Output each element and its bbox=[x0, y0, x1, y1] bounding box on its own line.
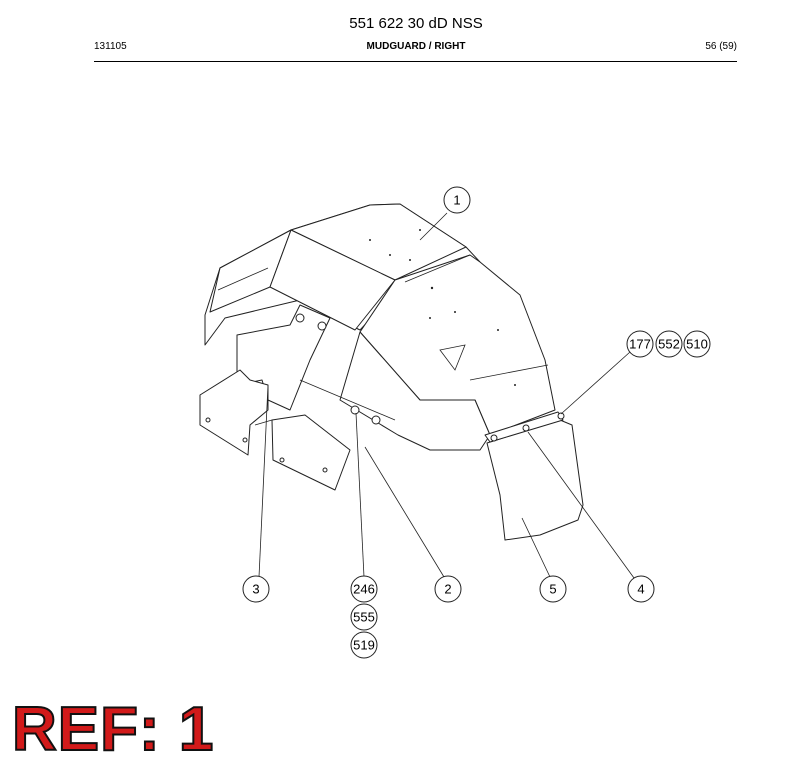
reference-label: REF: 1 bbox=[11, 695, 215, 764]
callout-circle bbox=[350, 631, 378, 659]
callout-555: 555 bbox=[350, 603, 378, 631]
callout-circle bbox=[350, 575, 378, 603]
callout-label: 177 bbox=[629, 337, 651, 352]
callout-label: 2 bbox=[444, 582, 451, 597]
callout-circle bbox=[242, 575, 270, 603]
callout-circle bbox=[655, 330, 683, 358]
callout-label: 3 bbox=[252, 582, 259, 597]
callout-label: 4 bbox=[637, 582, 644, 597]
callout-circle bbox=[539, 575, 567, 603]
section-title: MUDGUARD / RIGHT bbox=[366, 41, 466, 52]
callout-label: 246 bbox=[353, 582, 375, 597]
document-title: 551 622 30 dD NSS bbox=[349, 15, 483, 32]
bracket-left-plate bbox=[199, 369, 269, 456]
callout-label: 5 bbox=[549, 582, 556, 597]
callout-5: 5 bbox=[539, 575, 567, 603]
callout-label: 1 bbox=[453, 193, 460, 208]
callout-3: 3 bbox=[242, 575, 270, 603]
callout-246: 246 bbox=[350, 575, 378, 603]
header-rule bbox=[94, 61, 737, 62]
callout-circle bbox=[350, 603, 378, 631]
callout-519: 519 bbox=[350, 631, 378, 659]
page-number: 56 (59) bbox=[705, 41, 737, 52]
callout-552: 552 bbox=[655, 330, 683, 358]
date-code: 131105 bbox=[94, 41, 127, 52]
callout-circle bbox=[434, 575, 462, 603]
mudflap bbox=[486, 419, 584, 541]
callout-177: 177 bbox=[626, 330, 654, 358]
callout-circle bbox=[443, 186, 471, 214]
callout-label: 510 bbox=[686, 337, 708, 352]
callout-circle bbox=[683, 330, 711, 358]
callout-circle bbox=[626, 330, 654, 358]
bracket-right-plate bbox=[271, 414, 351, 491]
callout-1: 1 bbox=[443, 186, 471, 214]
callout-4: 4 bbox=[627, 575, 655, 603]
callout-label: 552 bbox=[658, 337, 680, 352]
callout-circle bbox=[627, 575, 655, 603]
callout-510: 510 bbox=[683, 330, 711, 358]
callout-label: 519 bbox=[353, 638, 375, 653]
callout-label: 555 bbox=[353, 610, 375, 625]
callout-2: 2 bbox=[434, 575, 462, 603]
